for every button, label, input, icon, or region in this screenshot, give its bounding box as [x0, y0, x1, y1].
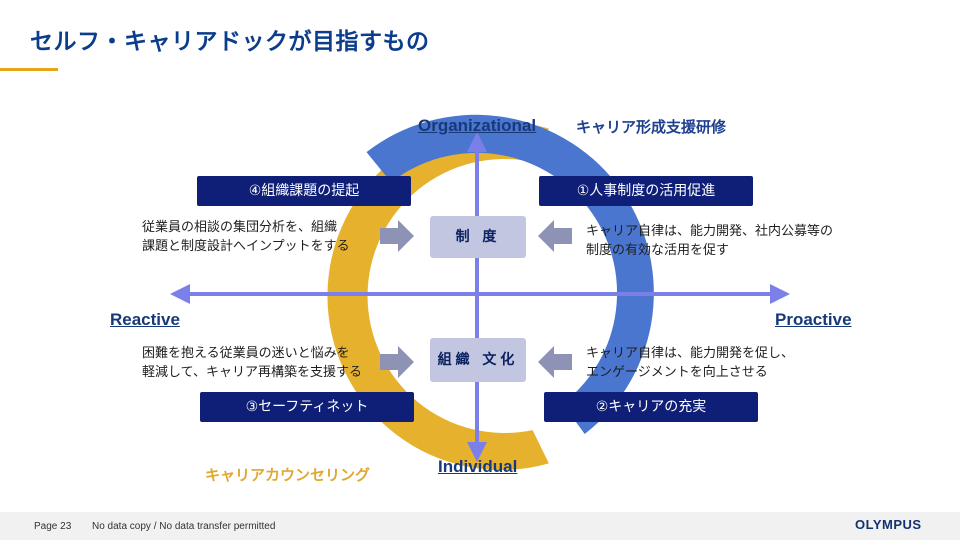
center-box-culture: 組織 文化 [430, 338, 526, 382]
program-label-training: キャリア形成支援研修 [576, 118, 727, 136]
axis-label-reactive: Reactive [110, 310, 180, 329]
description-line: 軽減して、キャリア再構築を支援する [142, 365, 362, 380]
axis-label-organizational: Organizational [418, 116, 537, 135]
title-underline [0, 68, 58, 71]
description-line: 困難を抱える従業員の迷いと悩みを [142, 346, 350, 361]
axis-label-proactive: Proactive [775, 310, 852, 329]
description-line: 制度の有効な活用を促す [586, 243, 730, 258]
quadrant-box-4: ④組織課題の提起 [197, 176, 411, 206]
top-arrowhead [467, 132, 487, 152]
center-box-system: 制 度 [430, 216, 526, 258]
description-line: 課題と制度設計へインプットをする [142, 239, 350, 254]
description-upper-left: 従業員の相談の集団分析を、組織 課題と制度設計へインプットをする [142, 218, 372, 256]
program-label-counseling: キャリアカウンセリング [205, 466, 371, 484]
page-title: セルフ・キャリアドックが目指すもの [30, 29, 430, 55]
description-line: 従業員の相談の集団分析を、組織 [142, 220, 338, 235]
ring-upper-segment [366, 114, 654, 434]
right-arrowhead [770, 284, 790, 304]
arrow-lower-left [380, 346, 414, 378]
quadrant-box-1: ①人事制度の活用促進 [539, 176, 753, 206]
footer-bar [0, 512, 960, 540]
axis-label-individual: Individual [438, 457, 518, 476]
description-line: キャリア自律は、能力開発、社内公募等の [586, 224, 834, 239]
description-lower-right: キャリア自律は、能力開発を促し、 エンゲージメントを向上させる [586, 344, 816, 382]
arrow-upper-right [538, 220, 572, 252]
description-upper-right: キャリア自律は、能力開発、社内公募等の 制度の有効な活用を促す [586, 222, 846, 260]
left-arrowhead [170, 284, 190, 304]
copy-notice: No data copy / No data transfer permitte… [92, 521, 276, 532]
description-line: エンゲージメントを向上させる [586, 365, 768, 380]
quadrant-box-2: ②キャリアの充実 [544, 392, 758, 422]
description-lower-left: 困難を抱える従業員の迷いと悩みを 軽減して、キャリア再構築を支援する [142, 344, 372, 382]
description-line: キャリア自律は、能力開発を促し、 [586, 346, 795, 361]
ring-lower-segment [327, 121, 549, 470]
olympus-logo: OLYMPUS [855, 517, 922, 532]
arrow-lower-right [538, 346, 572, 378]
page-number: Page 23 [34, 521, 72, 532]
arrow-upper-left [380, 220, 414, 252]
bottom-arrowhead [467, 442, 487, 462]
quadrant-box-3: ③セーフティネット [200, 392, 414, 422]
